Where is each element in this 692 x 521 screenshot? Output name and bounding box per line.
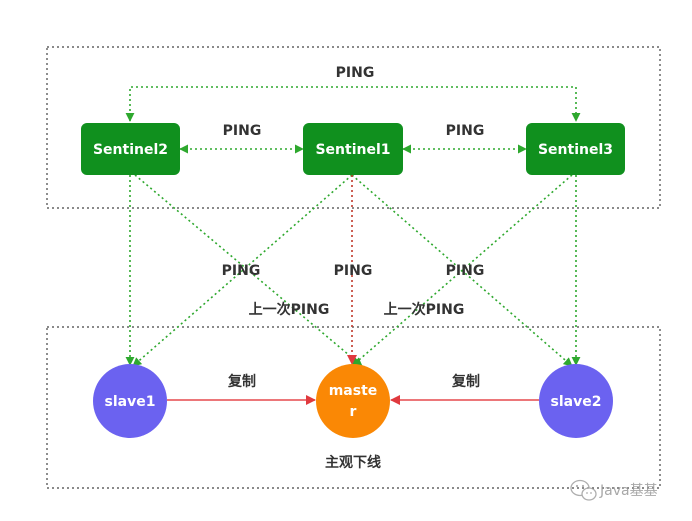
last-ping-label-left: 上一次PING [249, 301, 330, 318]
ping-label-left: PING [223, 123, 262, 139]
master-label-line2: r [350, 404, 357, 420]
ping-label-mid-center: PING [334, 263, 373, 279]
sentinel3-node[interactable]: Sentinel3 [526, 123, 625, 175]
sentinel-group-box [46, 46, 661, 209]
ping-line-sentinel1-slave1 [132, 174, 353, 367]
sentinel2-node[interactable]: Sentinel2 [81, 123, 180, 175]
slave1-node[interactable]: slave1 [93, 364, 167, 438]
ping-label-mid-left: PING [222, 263, 261, 279]
replicate-label-left: 复制 [227, 373, 256, 390]
master-label-line1: maste [329, 383, 378, 399]
sentinel2-label: Sentinel2 [93, 142, 168, 158]
master-node[interactable]: maste r [316, 364, 390, 438]
sentinel1-node[interactable]: Sentinel1 [303, 123, 403, 175]
watermark: Java基基 [570, 479, 658, 501]
sentinel1-label: Sentinel1 [315, 142, 390, 158]
ping-line-sentinel2-sentinel3 [125, 86, 581, 122]
replicate-label-right: 复制 [451, 373, 480, 390]
subjective-down-label: 主观下线 [325, 454, 381, 471]
ping-label-right: PING [446, 123, 485, 139]
sentinel3-label: Sentinel3 [538, 142, 613, 158]
slave2-node[interactable]: slave2 [539, 364, 613, 438]
slave1-label: slave1 [105, 394, 156, 410]
slave2-label: slave2 [551, 394, 602, 410]
last-ping-label-right: 上一次PING [384, 301, 465, 318]
data-node-group-box [46, 326, 661, 489]
ping-label-top: PING [336, 65, 375, 81]
ping-label-mid-right: PING [446, 263, 485, 279]
ping-line-sentinel3-master [351, 174, 573, 367]
wechat-icon [570, 479, 597, 501]
watermark-text: Java基基 [599, 482, 658, 499]
